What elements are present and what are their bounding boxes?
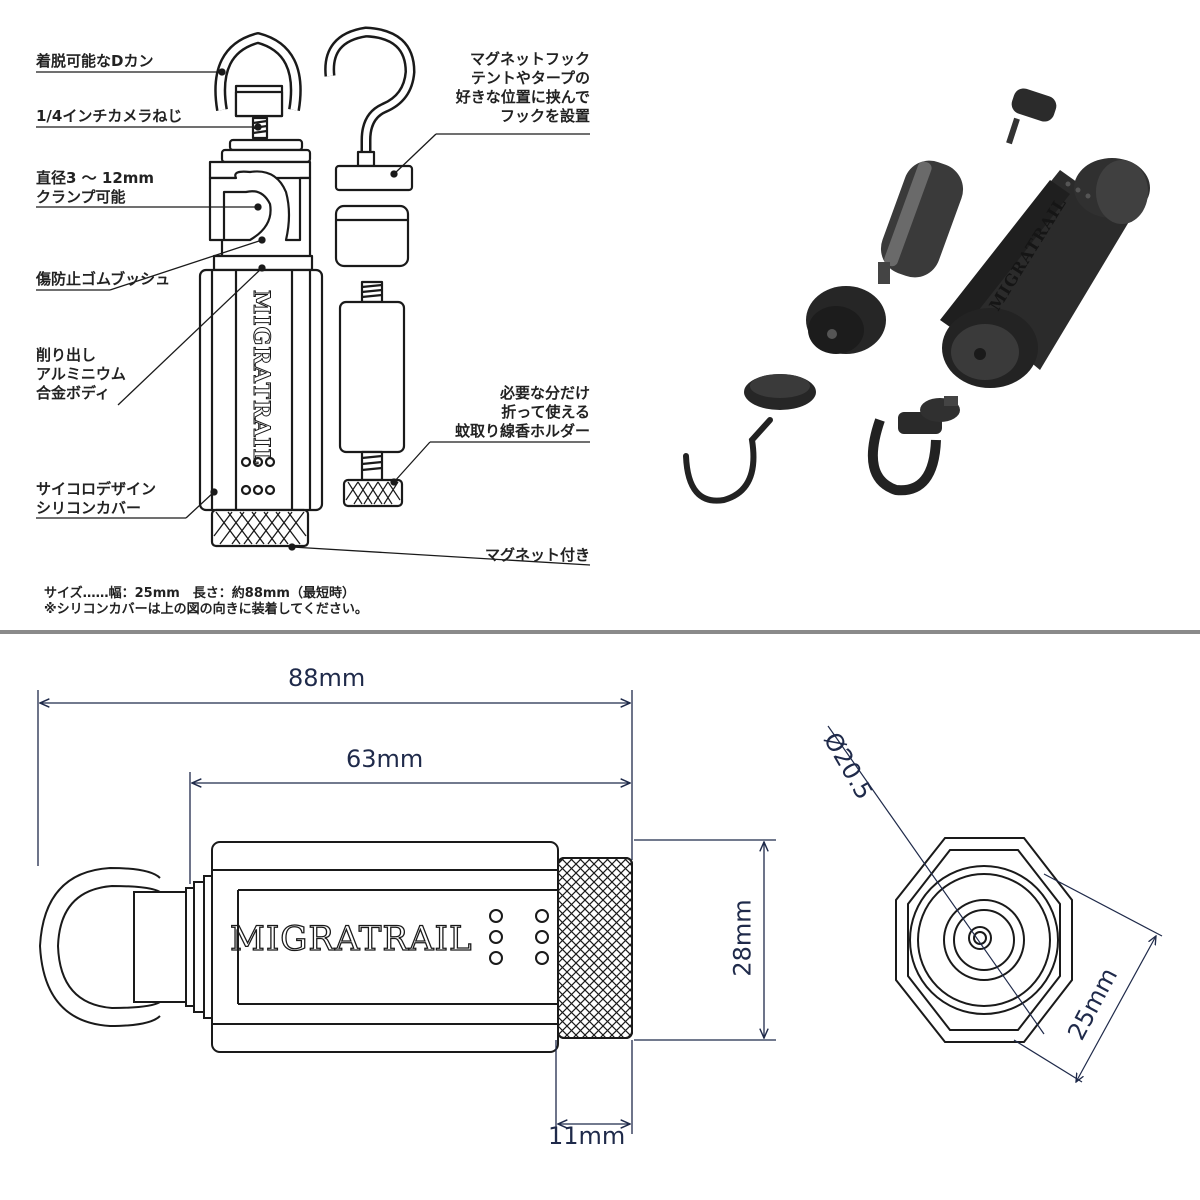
section-divider <box>0 630 1200 634</box>
callout-magnet-hook: マグネットフック テントやタープの 好きな位置に挟んで フックを設置 <box>455 50 590 125</box>
dim-knob-length: 11mm <box>548 1122 626 1150</box>
callout-incense-holder: 必要な分だけ 折って使える 蚊取り線香ホルダー <box>454 384 590 440</box>
end-view <box>895 837 1073 1043</box>
size-notes: サイズ……幅：25mm 長さ：約88mm（最短時） ※シリコンカバーは上の図の向… <box>44 586 368 618</box>
dim-height: 28mm <box>728 899 757 977</box>
brand-logo-side: MIGRATRAIL <box>230 919 473 959</box>
dim-width: 25mm <box>1062 963 1124 1045</box>
dim-body-length: 63mm <box>346 745 424 773</box>
product-photo: MIGRATRAIL <box>683 88 1150 504</box>
photo-rod <box>878 160 964 284</box>
body-main <box>198 254 324 512</box>
callout-rubber-bush: 傷防止ゴムブッシュ <box>36 270 171 288</box>
callout-d-ring: 着脱可能なDカン <box>36 52 154 70</box>
dim-diameter: Ø20.5 <box>817 727 879 805</box>
callout-clamp: 直径3 〜 12mm クランプ可能 <box>36 169 155 206</box>
photo-small-knob <box>1006 88 1057 145</box>
side-view <box>38 841 633 1053</box>
photo-bushing <box>806 286 886 354</box>
dim-total-length: 88mm <box>288 664 366 692</box>
exploded-view-diagram: MIGRATRAIL <box>36 26 1150 566</box>
brand-logo-vertical: MIGRATRAIL <box>248 290 274 465</box>
callout-camera-screw: 1/4インチカメラねじ <box>36 107 183 125</box>
d-ring-top <box>214 32 302 118</box>
rubber-bushing <box>334 204 410 268</box>
callout-magnet: マグネット付き <box>484 546 590 564</box>
callout-aluminum-body: 削り出し アルミニウム 合金ボディ <box>36 346 126 402</box>
clamp-head <box>208 138 312 260</box>
photo-body: MIGRATRAIL <box>940 158 1150 388</box>
mount-note: ※シリコンカバーは上の図の向きに装着してください。 <box>44 602 368 617</box>
incense-holder-rod <box>338 280 406 508</box>
magnet-hook <box>324 26 416 192</box>
knurled-knob-bottom <box>210 508 310 548</box>
photo-d-ring <box>867 396 960 496</box>
photo-hook <box>683 374 816 504</box>
callout-silicone-cover: サイコロデザイン シリコンカバー <box>36 480 157 517</box>
size-note: サイズ……幅：25mm 長さ：約88mm（最短時） <box>44 586 355 601</box>
